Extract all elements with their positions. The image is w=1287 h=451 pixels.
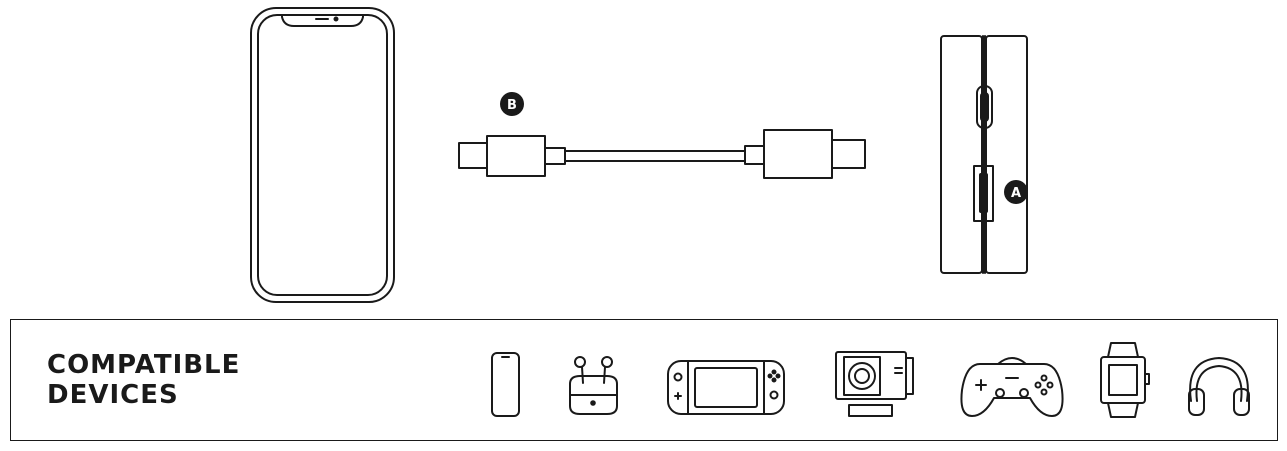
compatible-devices-panel bbox=[10, 319, 1278, 441]
handheld-console-icon bbox=[667, 360, 785, 415]
compatible-title-line1: COMPATIBLE bbox=[47, 350, 241, 380]
smartphone-icon bbox=[491, 352, 520, 417]
foldable-device-illustration bbox=[940, 35, 1028, 274]
badge-b-label: B bbox=[507, 98, 517, 113]
gamepad-icon bbox=[960, 357, 1064, 417]
badge-a-label: A bbox=[1011, 186, 1021, 201]
compatible-devices-title: COMPATIBLE DEVICES bbox=[47, 350, 307, 410]
badge-a: A bbox=[1004, 180, 1028, 204]
usb-c-cable-illustration bbox=[458, 129, 866, 179]
action-camera-icon bbox=[835, 351, 914, 417]
compatible-title-line2: DEVICES bbox=[47, 380, 179, 410]
headphones-icon bbox=[1188, 357, 1250, 416]
smartwatch-icon bbox=[1100, 342, 1150, 418]
earbuds-case-icon bbox=[569, 356, 618, 415]
smartphone-illustration bbox=[250, 7, 395, 303]
badge-b: B bbox=[500, 92, 524, 116]
